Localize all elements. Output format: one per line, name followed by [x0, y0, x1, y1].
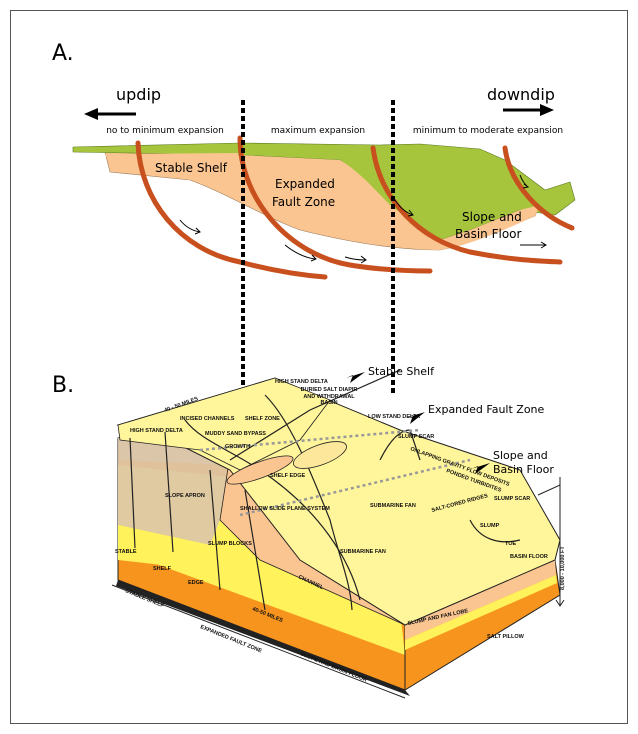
label-shallow-slide: SHALLOW SLIDE PLANE SYSTEM [240, 506, 330, 512]
callout-expanded: Expanded Fault Zone [428, 403, 545, 416]
stable-shelf-label: Stable Shelf [155, 161, 228, 175]
label-stable: STABLE [115, 549, 137, 555]
downdip-label: downdip [487, 85, 555, 104]
growth-faults [135, 135, 575, 280]
updip-label: updip [116, 85, 161, 104]
updip-arrow-icon [84, 108, 136, 120]
panel-a-label: A. [52, 41, 74, 66]
label-high-stand-delta: HIGH STAND DELTA [275, 379, 328, 385]
fault-zone-label: Fault Zone [272, 195, 335, 209]
depth-scale [537, 477, 565, 607]
block-diagram [116, 369, 561, 696]
label-muddy-sand: MUDDY SAND BYPASS [205, 431, 266, 437]
label-growth: GROWTH [225, 444, 250, 450]
zone-label-1: no to minimum expansion [106, 126, 224, 136]
expanded-zone-fill [240, 155, 540, 250]
cross-section [72, 135, 576, 280]
label-slump: SLUMP [480, 523, 500, 529]
label-slump-scar-1: SLUMP SCAR [398, 434, 434, 440]
label-high-stand-delta-2: HIGH STAND DELTA [130, 428, 183, 434]
label-depth: 8,000 - 10,000 FT [560, 546, 566, 590]
figure-border [10, 10, 628, 724]
slope-and-label: Slope and [462, 210, 522, 224]
basin-floor-label: Basin Floor [455, 227, 522, 241]
label-slump-blocks: SLUMP BLOCKS [208, 541, 252, 547]
label-low-stand-delta: LOW STAND DELTA [368, 414, 420, 420]
callout-arrow-icon [471, 463, 490, 474]
label-buried-salt: BURIED SALT DIAPIR AND WITHDRAWAL BASIN [300, 387, 358, 406]
callout-arrow-icon [406, 412, 425, 424]
label-shelf: SHELF [153, 566, 172, 572]
label-toe: TOE [505, 541, 517, 547]
label-slope-apron: SLOPE APRON [165, 493, 205, 499]
panel-b-label: B. [52, 373, 74, 398]
label-incised-channels: INCISED CHANNELS [180, 416, 235, 422]
slip-arrow-icons [179, 174, 547, 264]
callout-arrow-icon [346, 372, 365, 383]
callout-basin-floor: Basin Floor [493, 463, 554, 476]
label-slump-scar-2: SLUMP SCAR [494, 496, 530, 502]
callout-slope-and: Slope and [493, 449, 548, 462]
zone-label-3: minimum to moderate expansion [413, 126, 563, 136]
downdip-arrow-icon [503, 104, 554, 116]
label-basin-floor: BASIN FLOOR [510, 554, 548, 560]
scale-line [111, 584, 406, 699]
label-submarine-fan-1: SUBMARINE FAN [370, 503, 416, 509]
callout-stable-shelf: Stable Shelf [368, 365, 435, 378]
expanded-label: Expanded [275, 177, 335, 191]
label-edge: EDGE [188, 580, 204, 586]
zone-label-2: maximum expansion [271, 126, 365, 136]
label-submarine-fan-2: SUBMARINE FAN [340, 549, 386, 555]
label-shelf-edge: SHELF EDGE [270, 473, 305, 479]
label-shelf-zone: SHELF ZONE [245, 416, 280, 422]
label-salt-pillow: SALT PILLOW [487, 634, 525, 640]
